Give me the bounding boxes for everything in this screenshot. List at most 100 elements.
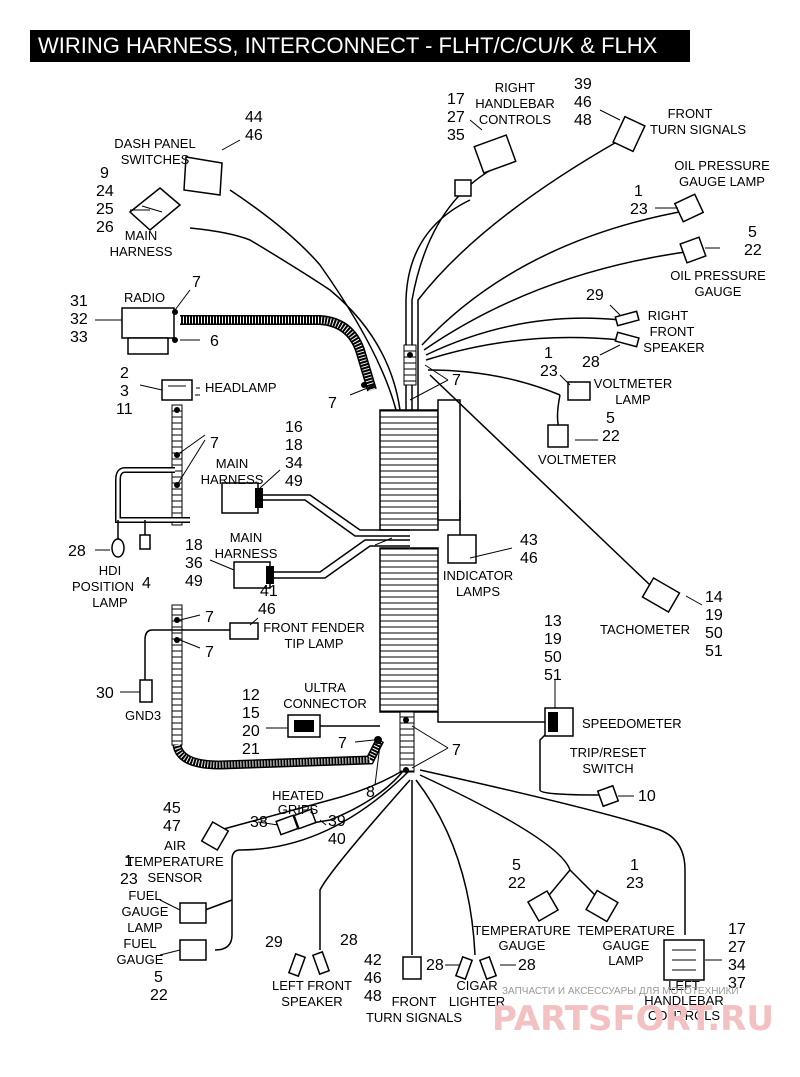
callout-right-speaker-b: 28 (582, 354, 600, 371)
dash-panel-switches (183, 156, 223, 196)
tachometer-connector (641, 576, 681, 614)
page-title: WIRING HARNESS, INTERCONNECT - FLHT/C/CU… (30, 30, 690, 62)
callout-heated-a: 38 (250, 814, 268, 831)
main-harness-connector-1 (221, 482, 263, 514)
leader-lines (95, 109, 722, 966)
callout-left-speaker-a: 29 (265, 934, 283, 951)
left-handlebar-connector (663, 939, 705, 981)
cigar-lighter-terminals (454, 955, 498, 981)
callout-trip-reset: 10 (638, 788, 656, 805)
label-tachometer: TACHOMETER (600, 622, 690, 637)
callout-radio-screw: 6 (210, 333, 219, 350)
callout-gnd3: 30 (96, 685, 114, 702)
air-temperature-sensor (200, 820, 230, 852)
right-front-speaker-terminals (614, 310, 640, 348)
heated-grips-connector (275, 808, 317, 836)
left-lower-conduit (171, 604, 183, 746)
main-harness-top-connector (128, 187, 182, 231)
callout-cigar-b: 28 (518, 957, 536, 974)
callout-hdi-bulb: 28 (68, 543, 86, 560)
callout-clip-center-right: 7 (452, 372, 461, 389)
label-dash-panel-line1: DASH PANEL (114, 136, 195, 151)
trunk-lower-conduit (379, 547, 439, 713)
callout-clip-left: 7 (210, 435, 219, 452)
headlamp-connector (161, 379, 193, 401)
label-gnd3: GND3 (125, 708, 161, 723)
temperature-gauge-connector (526, 889, 560, 923)
callout-clip-center-left: 7 (328, 395, 337, 412)
callout-clip-fender-a: 7 (205, 609, 214, 626)
front-fender-connector (229, 622, 259, 640)
front-turn-signals-connector-bottom (402, 956, 422, 980)
fuel-gauge-connector (179, 939, 207, 961)
ultra-connector (287, 714, 380, 738)
main-harness-connector-2 (233, 561, 274, 589)
trunk-upper-conduit (379, 409, 439, 531)
front-turn-signals-connector-top (612, 115, 646, 153)
temperature-gauge-lamp-connector (585, 889, 619, 923)
label-headlamp: HEADLAMP (205, 380, 277, 395)
left-front-speaker-terminals (287, 950, 331, 978)
callout-radio-clip: 7 (192, 274, 201, 291)
callout-left-speaker-b: 28 (340, 932, 358, 949)
upper-conduit-neck (403, 344, 417, 386)
watermark: ЗАПЧАСТИ И АКСЕССУАРЫ ДЛЯ МОТОТЕХНИКИ PA… (492, 986, 774, 1039)
upper-branch-wires (189, 139, 701, 586)
speedometer-connector (544, 707, 574, 737)
fuel-gauge-lamp-connector (179, 902, 207, 924)
voltmeter-lamp-connector (567, 381, 591, 401)
callout-clip-lower-right: 7 (452, 742, 461, 759)
watermark-caption: ЗАПЧАСТИ И АКСЕССУАРЫ ДЛЯ МОТОТЕХНИКИ (502, 986, 739, 997)
callout-hdi-socket: 4 (142, 575, 151, 592)
watermark-brand: PARTSFORT.RU (492, 999, 774, 1039)
oil-pressure-lamp-connector (673, 193, 705, 223)
label-dash-panel-line2: SWITCHES (121, 152, 190, 167)
headlamp-conduit (171, 404, 183, 526)
radio-conduit (180, 315, 377, 392)
radio-connector (121, 307, 178, 355)
